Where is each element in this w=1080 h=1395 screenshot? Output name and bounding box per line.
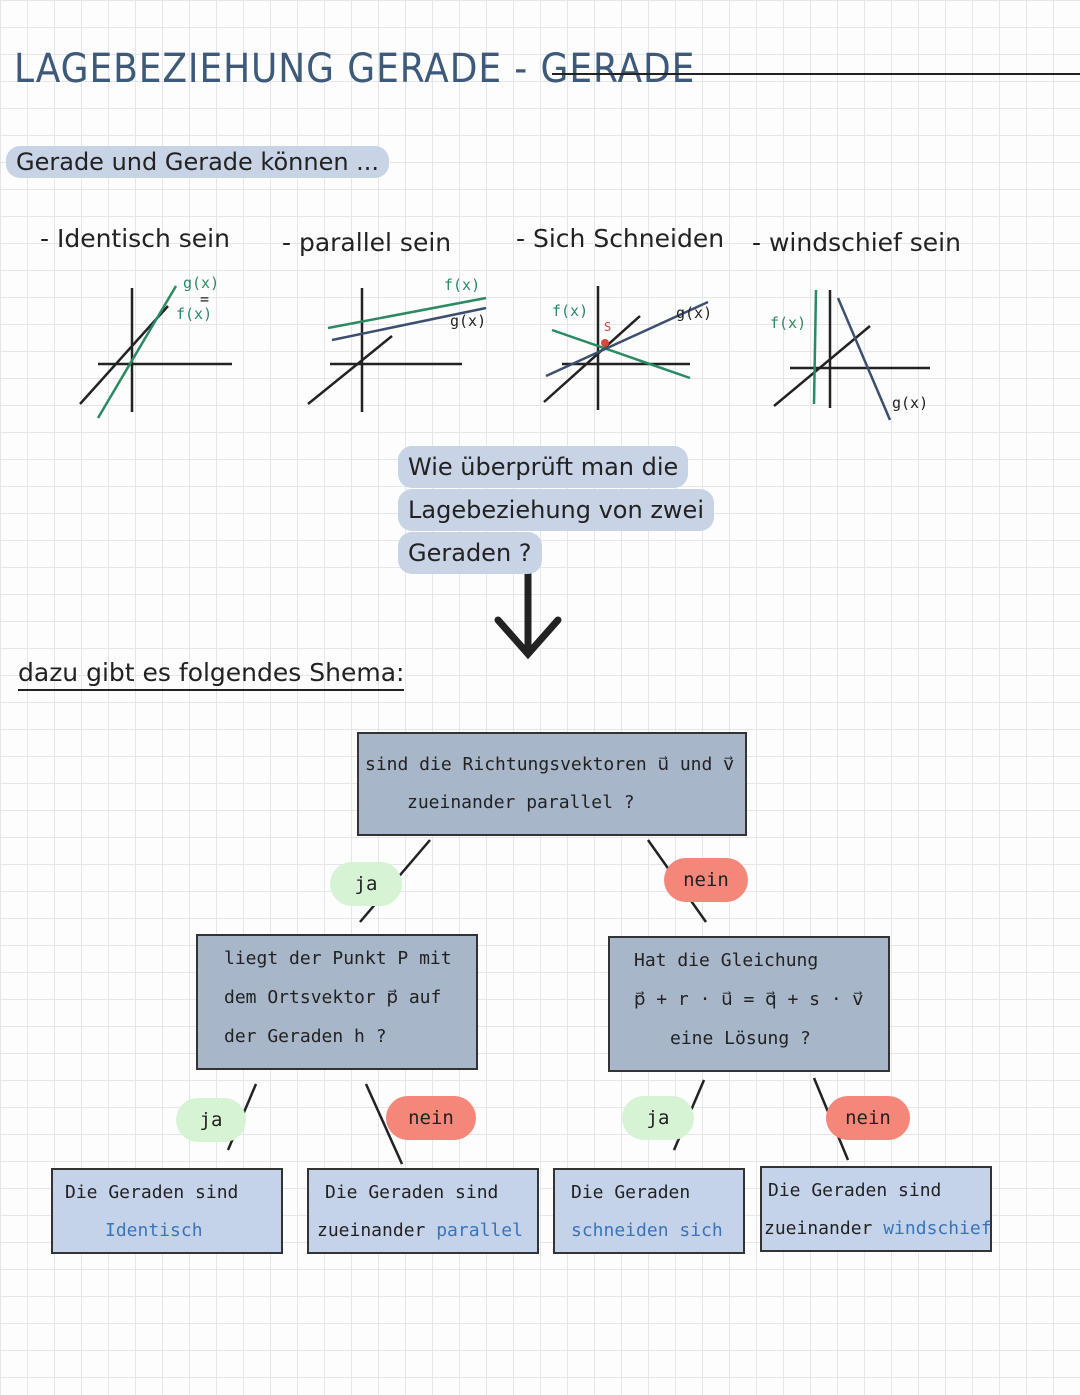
result-skew-line-1: Die Geraden sind <box>768 1180 942 1201</box>
label-gx-2: g(x) <box>450 312 487 330</box>
down-arrow-icon <box>494 566 562 660</box>
result-identical-line-2: Identisch <box>105 1220 203 1241</box>
result-skew-line-2: zueinander windschief <box>764 1218 992 1239</box>
label-gx-1: g(x) <box>183 274 220 292</box>
right-q-line-2: p⃗ + r · u⃗ = q⃗ + s · v⃗ <box>634 989 864 1010</box>
question-line-1: Wie überprüft man die <box>398 446 689 488</box>
root-question-box: sind die Richtungsvektoren u⃗ und v⃗ zue… <box>357 732 747 836</box>
pill-yes-2: ja <box>176 1098 246 1142</box>
result-parallel-line-2: zueinander parallel <box>317 1220 523 1241</box>
sketch-parallel <box>307 288 487 412</box>
label-gx-4: g(x) <box>892 394 929 412</box>
label-s-3: S <box>604 320 612 334</box>
page-title: LAGEBEZIEHUNG GERADE - GERADE <box>14 46 696 92</box>
result-parallel-line-1: Die Geraden sind <box>325 1182 499 1203</box>
result-identical-box: Die Geraden sind Identisch <box>51 1168 283 1254</box>
intro-text: Gerade und Gerade können ... <box>6 146 390 178</box>
result-parallel-word: parallel <box>436 1220 523 1241</box>
case-identical-label: - Identisch sein <box>40 224 230 253</box>
case-intersect-label: - Sich Schneiden <box>516 224 725 253</box>
question-block: Wie überprüft man die Lagebeziehung von … <box>398 446 714 575</box>
left-q-line-3: der Geraden h ? <box>224 1026 387 1047</box>
label-fx-2: f(x) <box>444 276 481 294</box>
left-q-line-2: dem Ortsvektor p⃗ auf <box>224 987 442 1008</box>
result-intersect-line-1: Die Geraden <box>571 1182 691 1203</box>
sketch-identical <box>79 285 232 419</box>
pill-yes-3: ja <box>622 1096 694 1140</box>
pill-yes-1: ja <box>330 862 402 906</box>
pill-no-3: nein <box>826 1096 910 1140</box>
result-parallel-prefix: zueinander <box>317 1220 426 1241</box>
title-rule <box>552 73 1080 75</box>
result-skew-word: windschief <box>883 1218 992 1239</box>
result-skew-box: Die Geraden sind zueinander windschief <box>760 1166 992 1252</box>
right-q-line-3: eine Lösung ? <box>670 1028 811 1049</box>
result-identical-line-1: Die Geraden sind <box>65 1182 239 1203</box>
right-question-box: Hat die Gleichung p⃗ + r · u⃗ = q⃗ + s ·… <box>608 936 890 1072</box>
label-fx-1: f(x) <box>176 305 213 323</box>
root-line-2: zueinander parallel ? <box>407 792 635 813</box>
label-fx-4: f(x) <box>770 314 807 332</box>
question-line-2: Lagebeziehung von zwei <box>398 489 714 531</box>
result-intersect-box: Die Geraden schneiden sich <box>553 1168 745 1254</box>
root-line-1: sind die Richtungsvektoren u⃗ und v⃗ <box>365 754 734 775</box>
left-q-line-1: liegt der Punkt P mit <box>224 948 452 969</box>
label-gx-3: g(x) <box>676 304 713 322</box>
question-line-3: Geraden ? <box>398 532 542 574</box>
result-skew-prefix: zueinander <box>764 1218 873 1239</box>
label-fx-3: f(x) <box>552 302 589 320</box>
sketch-skew <box>773 289 930 421</box>
sketch-intersecting <box>543 286 709 410</box>
pill-no-1: nein <box>664 858 748 902</box>
result-intersect-line-2: schneiden sich <box>571 1220 723 1241</box>
result-parallel-box: Die Geraden sind zueinander parallel <box>307 1168 539 1254</box>
scheme-intro: dazu gibt es folgendes Shema: <box>18 658 405 691</box>
left-question-box: liegt der Punkt P mit dem Ortsvektor p⃗ … <box>196 934 478 1070</box>
pill-no-2: nein <box>386 1096 476 1140</box>
right-q-line-1: Hat die Gleichung <box>634 950 819 971</box>
label-eq-1: = <box>200 290 210 308</box>
case-parallel-label: - parallel sein <box>282 228 452 257</box>
case-skew-label: - windschief sein <box>752 228 961 257</box>
